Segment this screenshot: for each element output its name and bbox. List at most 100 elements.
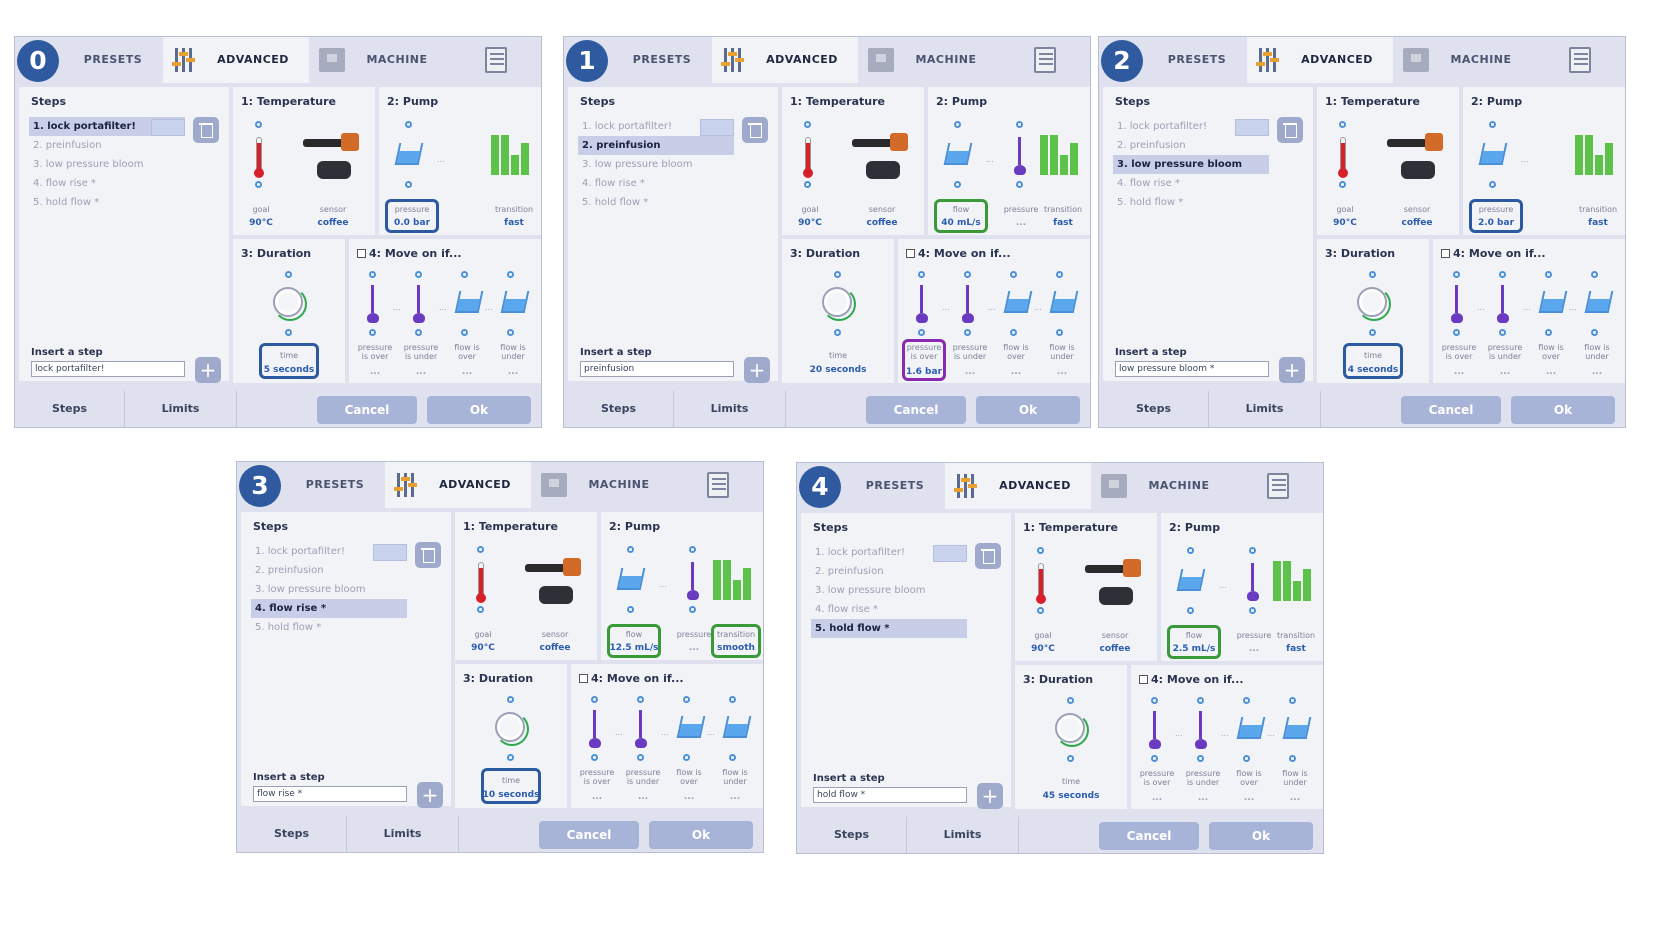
pump-value[interactable]: 2.5 mL/s	[1172, 644, 1216, 654]
step-list-item[interactable]: 4. flow rise *	[33, 178, 96, 189]
tab-presets[interactable]: PRESETS	[83, 53, 143, 66]
transition-value[interactable]: fast	[1053, 218, 1073, 228]
duration-value[interactable]: 45 seconds	[1042, 791, 1100, 801]
footer-limits-button[interactable]: Limits	[347, 816, 459, 852]
step-list-item[interactable]: 5. hold flow *	[33, 197, 100, 208]
tab-settings[interactable]	[1004, 37, 1092, 83]
moveon-value[interactable]: ...	[1499, 367, 1511, 377]
tab-settings[interactable]	[1237, 463, 1325, 509]
goal-value[interactable]: 90°C	[1031, 644, 1055, 654]
step-list-item[interactable]: 5. hold flow *	[582, 197, 649, 208]
moveon-value[interactable]: ...	[415, 367, 427, 377]
step-list-item[interactable]: 3. low pressure bloom	[815, 585, 926, 596]
step-list-item[interactable]: 4. flow rise *	[815, 604, 878, 615]
step-list-item[interactable]: 2. preinfusion	[255, 565, 324, 576]
ok-button[interactable]: Ok	[649, 821, 753, 849]
footer-limits-button[interactable]: Limits	[674, 391, 786, 427]
step-list-item[interactable]: 4. flow rise *	[582, 178, 645, 189]
pump-value[interactable]: 40 mL/s	[941, 218, 981, 228]
tab-presets[interactable]: PRESETS	[632, 53, 692, 66]
moveon-value[interactable]: ...	[591, 792, 603, 802]
footer-steps-button[interactable]: Steps	[15, 391, 125, 427]
insert-step-input[interactable]: lock portafilter!	[31, 361, 185, 377]
step-list-item[interactable]: 5. hold flow *	[811, 619, 967, 638]
duration-value[interactable]: 10 seconds	[482, 790, 540, 800]
moveon-value[interactable]: ...	[1591, 367, 1603, 377]
step-list-item[interactable]: 3. low pressure bloom	[255, 584, 366, 595]
moveon-checkbox[interactable]	[357, 249, 366, 258]
add-step-button[interactable]: +	[744, 357, 770, 383]
trash-icon[interactable]	[415, 542, 441, 568]
moveon-value[interactable]: ...	[1545, 367, 1557, 377]
transition-value[interactable]: fast	[1286, 644, 1306, 654]
step-list-item[interactable]: 1. lock portafilter!	[255, 546, 345, 557]
pump-value[interactable]: 0.0 bar	[393, 218, 431, 228]
tab-presets[interactable]: PRESETS	[1167, 53, 1227, 66]
ok-button[interactable]: Ok	[1209, 822, 1313, 850]
tab-machine[interactable]: MACHINE	[531, 462, 677, 508]
moveon-value[interactable]: ...	[1243, 793, 1255, 803]
step-list-item[interactable]: 1. lock portafilter!	[815, 547, 905, 558]
step-list-item[interactable]: 5. hold flow *	[1117, 197, 1184, 208]
footer-limits-button[interactable]: Limits	[125, 391, 237, 427]
step-list-item[interactable]: 4. flow rise *	[251, 599, 407, 618]
moveon-value[interactable]: ...	[729, 792, 741, 802]
add-step-button[interactable]: +	[977, 783, 1003, 809]
goal-value[interactable]: 90°C	[1333, 218, 1357, 228]
sensor-value[interactable]: coffee	[539, 643, 571, 653]
trash-icon[interactable]	[1277, 117, 1303, 143]
tab-advanced[interactable]: ADVANCED	[945, 463, 1091, 509]
duration-value[interactable]: 4 seconds	[1347, 365, 1399, 375]
ok-button[interactable]: Ok	[976, 396, 1080, 424]
step-list-item[interactable]: 2. preinfusion	[578, 136, 734, 155]
moveon-value[interactable]: ...	[1056, 367, 1068, 377]
step-list-item[interactable]: 4. flow rise *	[1117, 178, 1180, 189]
transition-value[interactable]: fast	[1588, 218, 1608, 228]
moveon-checkbox[interactable]	[1139, 675, 1148, 684]
cancel-button[interactable]: Cancel	[1401, 396, 1501, 424]
tab-machine[interactable]: MACHINE	[858, 37, 1004, 83]
moveon-value[interactable]: ...	[369, 367, 381, 377]
pump-value[interactable]: 2.0 bar	[1477, 218, 1515, 228]
moveon-value[interactable]: ...	[1151, 793, 1163, 803]
step-list-item[interactable]: 3. low pressure bloom	[582, 159, 693, 170]
moveon-value[interactable]: 1.6 bar	[905, 367, 943, 377]
sensor-value[interactable]: coffee	[866, 218, 898, 228]
duration-value[interactable]: 5 seconds	[263, 365, 315, 375]
moveon-checkbox[interactable]	[1441, 249, 1450, 258]
footer-steps-button[interactable]: Steps	[237, 816, 347, 852]
footer-steps-button[interactable]: Steps	[564, 391, 674, 427]
trash-icon[interactable]	[193, 117, 219, 143]
moveon-value[interactable]: ...	[1289, 793, 1301, 803]
step-list-item[interactable]: 2. preinfusion	[815, 566, 884, 577]
cancel-button[interactable]: Cancel	[539, 821, 639, 849]
tab-settings[interactable]	[1539, 37, 1627, 83]
goal-value[interactable]: 90°C	[249, 218, 273, 228]
cancel-button[interactable]: Cancel	[866, 396, 966, 424]
step-list-item[interactable]: 1. lock portafilter!	[1117, 121, 1207, 132]
tab-advanced[interactable]: ADVANCED	[163, 37, 309, 83]
transition-value[interactable]: smooth	[717, 643, 755, 653]
moveon-value[interactable]: ...	[637, 792, 649, 802]
step-list-item[interactable]: 2. preinfusion	[1117, 140, 1186, 151]
goal-value[interactable]: 90°C	[471, 643, 495, 653]
add-step-button[interactable]: +	[1279, 357, 1305, 383]
add-step-button[interactable]: +	[195, 357, 221, 383]
moveon-value[interactable]: ...	[964, 367, 976, 377]
step-list-item[interactable]: 3. low pressure bloom	[33, 159, 144, 170]
tab-settings[interactable]	[677, 462, 765, 508]
insert-step-input[interactable]: hold flow *	[813, 787, 967, 803]
moveon-checkbox[interactable]	[579, 674, 588, 683]
insert-step-input[interactable]: preinfusion	[580, 361, 734, 377]
tab-machine[interactable]: MACHINE	[1091, 463, 1237, 509]
add-step-button[interactable]: +	[417, 782, 443, 808]
insert-step-input[interactable]: low pressure bloom *	[1115, 361, 1269, 377]
moveon-checkbox[interactable]	[906, 249, 915, 258]
ok-button[interactable]: Ok	[1511, 396, 1615, 424]
cancel-button[interactable]: Cancel	[1099, 822, 1199, 850]
footer-limits-button[interactable]: Limits	[907, 817, 1019, 853]
sensor-value[interactable]: coffee	[317, 218, 349, 228]
tab-presets[interactable]: PRESETS	[305, 478, 365, 491]
moveon-value[interactable]: ...	[1010, 367, 1022, 377]
sensor-value[interactable]: coffee	[1099, 644, 1131, 654]
